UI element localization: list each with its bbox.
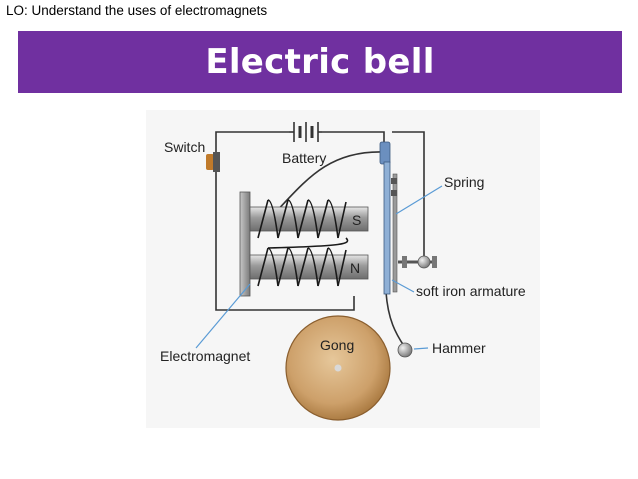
adjusting-screw-icon [398,255,437,269]
spring-strip [392,173,398,293]
electromagnet-cores [249,206,369,280]
battery-icon [289,122,322,142]
armature-label: soft iron armature [416,283,526,299]
learning-objective: LO: Understand the uses of electromagnet… [6,3,268,18]
slide-title: Electric bell [205,42,435,82]
contact-screw [379,141,391,165]
electromagnet-yoke [239,191,251,297]
pole-s-label: S [352,212,361,228]
hammer [397,342,413,358]
battery-label: Battery [282,150,326,166]
switch-label: Switch [164,139,205,155]
hammer-label: Hammer [432,340,486,356]
electromagnet-label: Electromagnet [160,348,250,364]
gong-label: Gong [320,337,354,353]
coil-windings [257,199,349,287]
pole-n-label: N [350,260,360,276]
leader-lines [195,185,443,350]
spring-clips [391,178,397,196]
soft-iron-armature [383,161,391,295]
title-banner: Electric bell [18,31,622,93]
spring-label: Spring [444,174,484,190]
switch-icon [206,152,220,172]
gong-center-dot [334,364,342,372]
